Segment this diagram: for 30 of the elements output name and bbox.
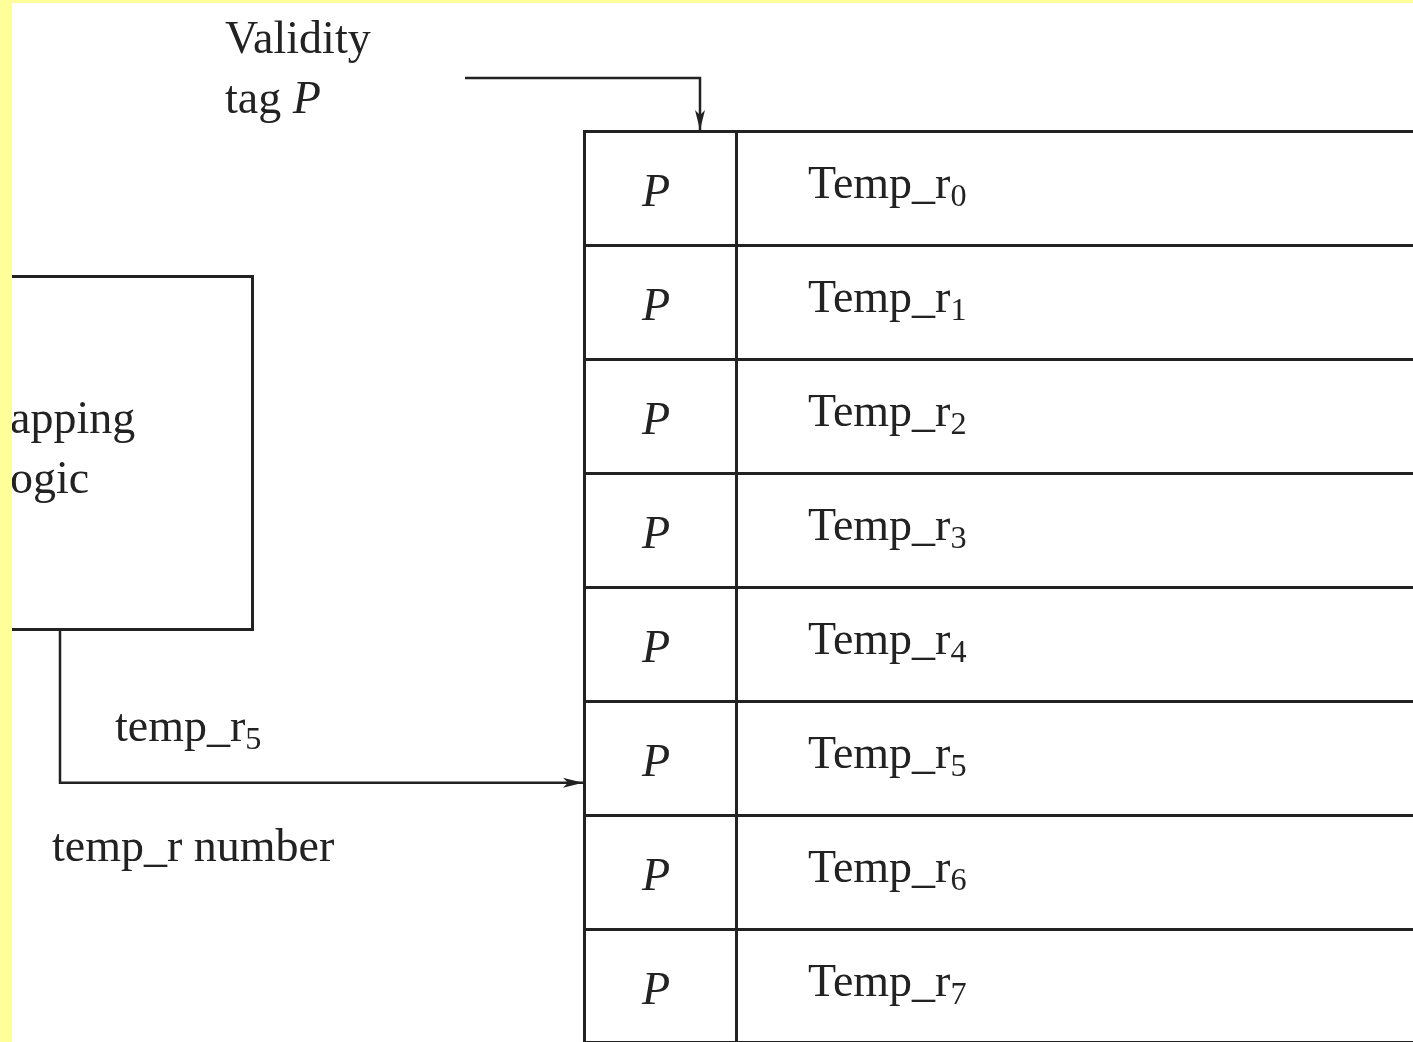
validity-tag: P [642, 847, 671, 903]
register-name: Temp_r$_{6}$ [808, 840, 967, 899]
arrow [465, 76, 705, 130]
validity-cell [586, 817, 738, 931]
validity-tag: P [642, 619, 671, 675]
validity-tag: P [642, 733, 671, 789]
register-name: Temp_r$_{4}$ [808, 612, 967, 671]
signal-label: temp_r number [52, 819, 335, 873]
register-name: Temp_r$_{5}$ [808, 726, 967, 785]
arrow [58, 631, 583, 788]
validity-tag: P [642, 505, 671, 561]
validity-tag: P [642, 961, 671, 1017]
validity-tag: P [642, 391, 671, 447]
tag-label: Validity tag P [225, 11, 372, 125]
validity-tag: P [642, 277, 671, 333]
validity-cell [586, 133, 738, 247]
register-table [583, 130, 1413, 1042]
register-name: Temp_r$_{0}$ [808, 156, 967, 215]
block-label: apping ogic [10, 391, 137, 505]
register-name: Temp_r$_{7}$ [808, 954, 967, 1013]
register-name: Temp_r$_{3}$ [808, 498, 967, 557]
validity-cell [586, 703, 738, 817]
validity-cell [586, 589, 738, 703]
edge-label: temp_r$_{5}$ [115, 698, 262, 758]
register-name: Temp_r$_{1}$ [808, 270, 967, 329]
validity-cell [586, 361, 738, 475]
validity-tag: P [642, 163, 671, 219]
register-name: Temp_r$_{2}$ [808, 384, 967, 443]
validity-cell [586, 247, 738, 361]
validity-cell [586, 475, 738, 589]
